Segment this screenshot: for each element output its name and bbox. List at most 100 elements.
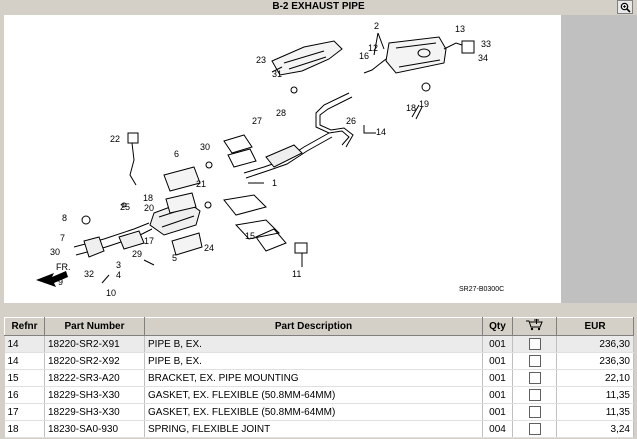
row-checkbox[interactable]: [528, 372, 541, 384]
callout: 34: [478, 53, 488, 63]
column-header-eur[interactable]: EUR: [556, 317, 634, 336]
cell-part-number: 18222-SR3-A20: [44, 369, 145, 387]
cell-select: [512, 369, 557, 387]
callout: 18: [143, 193, 153, 203]
resonator-shape: [265, 144, 303, 168]
callout: 6: [174, 149, 179, 159]
callout: 9: [58, 277, 63, 287]
table-row[interactable]: 15 18222-SR3-A20 BRACKET, EX. PIPE MOUNT…: [4, 369, 634, 387]
cell-price: 236,30: [556, 352, 634, 370]
callout: 11: [292, 269, 301, 279]
callout: 25: [120, 202, 130, 212]
callout: 1: [272, 178, 277, 188]
column-header-cart[interactable]: [512, 317, 557, 336]
column-header-qty[interactable]: Qty: [482, 317, 513, 336]
side-panel: [561, 15, 637, 303]
row-checkbox[interactable]: [528, 406, 541, 418]
table-row[interactable]: 18 18230-SA0-930 SPRING, FLEXIBLE JOINT …: [4, 420, 634, 438]
row-checkbox[interactable]: [528, 338, 541, 350]
direction-label: FR.: [56, 262, 71, 272]
cart-icon: [525, 319, 543, 331]
heat-shield-shape: [271, 40, 343, 76]
column-header-refnr[interactable]: Refnr: [4, 317, 45, 336]
exploded-diagram[interactable]: FR. 2 13 33 34 12 16 23 31 19 18 28 27 1…: [4, 15, 561, 303]
callout: 28: [276, 108, 286, 118]
callout: 27: [252, 116, 262, 126]
callout: 31: [272, 69, 282, 79]
cell-description: BRACKET, EX. PIPE MOUNTING: [144, 369, 483, 387]
row-checkbox[interactable]: [528, 389, 541, 401]
cell-description: SPRING, FLEXIBLE JOINT: [144, 420, 483, 438]
cell-part-number: 18220-SR2-X91: [44, 335, 145, 353]
column-header-part-number[interactable]: Part Number: [44, 317, 145, 336]
magnifier-icon: [620, 2, 631, 13]
callout: 3: [116, 260, 121, 270]
callout: 30: [50, 247, 60, 257]
callout: 20: [144, 203, 154, 213]
cell-select: [512, 420, 557, 438]
row-checkbox[interactable]: [528, 423, 541, 435]
cell-refnr: 18: [4, 420, 45, 438]
diagram-ref-code: SR27-B0300C: [459, 286, 504, 293]
callout: 30: [200, 142, 210, 152]
parts-table: Refnr Part Number Part Description Qty E…: [4, 317, 634, 438]
callout: 8: [62, 213, 67, 223]
cell-price: 3,24: [556, 420, 634, 438]
callout: 5: [172, 253, 177, 263]
exhaust-diagram-drawing: FR. 2 13 33 34 12 16 23 31 19 18 28 27 1…: [36, 21, 504, 298]
callout: 21: [196, 179, 206, 189]
cell-price: 22,10: [556, 369, 634, 387]
pipe-b-shape: [315, 92, 350, 146]
column-header-description[interactable]: Part Description: [144, 317, 483, 336]
callout: 7: [60, 233, 65, 243]
cell-part-number: 18220-SR2-X92: [44, 352, 145, 370]
cell-refnr: 14: [4, 335, 45, 353]
title-bar: B-2 EXHAUST PIPE: [0, 0, 637, 14]
callout: 22: [110, 134, 120, 144]
callout: 17: [144, 236, 154, 246]
table-row[interactable]: 16 18229-SH3-X30 GASKET, EX. FLEXIBLE (5…: [4, 386, 634, 404]
callout: 15: [245, 231, 255, 241]
callout: 16: [359, 51, 369, 61]
callout: 4: [116, 270, 121, 280]
cell-price: 11,35: [556, 386, 634, 404]
callout: 29: [132, 249, 142, 259]
cell-refnr: 15: [4, 369, 45, 387]
cell-qty: 001: [482, 403, 513, 421]
cell-refnr: 16: [4, 386, 45, 404]
cell-refnr: 17: [4, 403, 45, 421]
cell-part-number: 18230-SA0-930: [44, 420, 145, 438]
cell-description: GASKET, EX. FLEXIBLE (50.8MM-64MM): [144, 386, 483, 404]
cell-description: GASKET, EX. FLEXIBLE (50.8MM-64MM): [144, 403, 483, 421]
callout: 13: [455, 24, 465, 34]
callout: 24: [204, 243, 214, 253]
callout: 19: [419, 99, 429, 109]
callout: 26: [346, 116, 356, 126]
table-row[interactable]: 14 18220-SR2-X91 PIPE B, EX. 001 236,30: [4, 335, 634, 353]
callout: 18: [406, 103, 416, 113]
front-arrow-icon: [36, 271, 68, 287]
table-header-row: Refnr Part Number Part Description Qty E…: [4, 317, 634, 336]
callout: 32: [84, 269, 94, 279]
cell-select: [512, 335, 557, 353]
cell-refnr: 14: [4, 352, 45, 370]
callout: 10: [106, 288, 116, 298]
zoom-button[interactable]: [617, 0, 633, 14]
splitter-bar[interactable]: [4, 303, 637, 316]
page-title: B-2 EXHAUST PIPE: [272, 1, 365, 12]
cell-description: PIPE B, EX.: [144, 352, 483, 370]
cell-qty: 001: [482, 352, 513, 370]
cell-part-number: 18229-SH3-X30: [44, 403, 145, 421]
cell-price: 236,30: [556, 335, 634, 353]
cell-select: [512, 352, 557, 370]
row-checkbox[interactable]: [528, 355, 541, 367]
callout: 33: [481, 39, 491, 49]
cell-select: [512, 386, 557, 404]
callout: 23: [256, 55, 266, 65]
cell-description: PIPE B, EX.: [144, 335, 483, 353]
table-row[interactable]: 17 18229-SH3-X30 GASKET, EX. FLEXIBLE (5…: [4, 403, 634, 421]
table-row[interactable]: 14 18220-SR2-X92 PIPE B, EX. 001 236,30: [4, 352, 634, 370]
callout: 12: [368, 43, 378, 53]
cell-select: [512, 403, 557, 421]
cell-qty: 001: [482, 386, 513, 404]
